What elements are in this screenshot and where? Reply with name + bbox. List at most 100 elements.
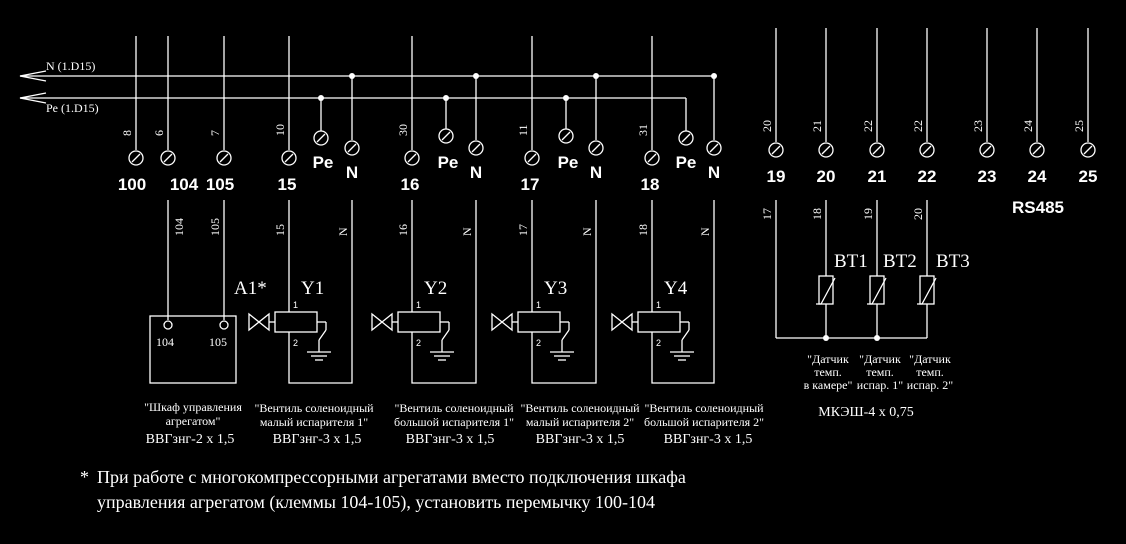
terminal-screw-icon — [404, 150, 420, 166]
valve-icon — [371, 312, 393, 332]
terminal-number: 20 — [817, 167, 836, 186]
valve-icon — [491, 312, 513, 332]
wire-number: 8 — [120, 130, 134, 136]
terminal-number: Pe — [438, 153, 459, 172]
terminal-screw-icon — [1029, 142, 1045, 158]
cabinet-wire-2: 105 — [208, 218, 222, 236]
valve-wire-b: N — [698, 227, 712, 236]
sensors-cable: МКЭШ-4 х 0,75 — [818, 405, 913, 420]
wire-number: 11 — [516, 124, 530, 136]
valve-desc-2: большой испарителя 1" — [394, 415, 514, 429]
terminal-number: N — [470, 163, 482, 182]
cabinet-label: A1* — [234, 278, 267, 299]
bus-junctions — [318, 73, 717, 101]
footnote-line-2: управления агрегатом (клеммы 104-105), у… — [97, 492, 655, 513]
cabinet-desc-1: "Шкаф управления — [144, 400, 242, 414]
valve-wire-a: 18 — [636, 224, 650, 236]
terminal-screw-icon — [524, 150, 540, 166]
terminal-screw-icon — [706, 140, 722, 156]
terminal-number: 21 — [868, 167, 887, 186]
valve-wire-b: N — [580, 227, 594, 236]
left-terminal-strip — [135, 36, 715, 150]
terminal-number: Pe — [313, 153, 334, 172]
terminal-number: Pe — [676, 153, 697, 172]
terminal-number: 24 — [1028, 167, 1047, 186]
terminal-screw-icon — [869, 142, 885, 158]
terminal-screw-icon — [281, 150, 297, 166]
sensor-wire-4: 20 — [911, 208, 925, 220]
terminal-screw-icon — [1080, 142, 1096, 158]
wire-number: 10 — [273, 124, 287, 136]
terminal-screw-icon — [678, 130, 694, 146]
footnote-star: * — [80, 467, 89, 487]
wire-number: 31 — [636, 124, 650, 136]
cabinet-terminal-2: 105 — [209, 335, 227, 349]
wire-number: 21 — [810, 120, 824, 132]
bus-pe: Pe (1.D15) — [19, 92, 686, 115]
terminal-number: N — [590, 163, 602, 182]
terminal-number: 105 — [206, 175, 234, 194]
valve-wire-a: 16 — [396, 224, 410, 236]
wire-number: 7 — [208, 130, 222, 136]
terminal-number: 19 — [767, 167, 786, 186]
valve-label: Y2 — [424, 278, 447, 299]
terminal-number: N — [346, 163, 358, 182]
sensor-desc-2: темп. — [916, 365, 944, 379]
terminal-screw-icon — [644, 150, 660, 166]
valve-pin-2: 2 — [416, 338, 421, 348]
wire-number: 25 — [1072, 120, 1086, 132]
valve-wire-a: 17 — [516, 224, 530, 236]
valve-pin-2: 2 — [656, 338, 661, 348]
valve-desc-1: "Вентиль соленоидный — [394, 401, 514, 415]
valve-wire-a: 15 — [273, 224, 287, 236]
valve-label: Y1 — [301, 278, 324, 299]
valve-cable: ВВГзнг-3 х 1,5 — [536, 432, 625, 447]
sensor-wire-3: 19 — [861, 208, 875, 220]
wire-number: 30 — [396, 124, 410, 136]
sensor-desc-3: испар. 2" — [907, 378, 953, 392]
rs485-label: RS485 — [1012, 198, 1064, 217]
footnote-line-1: При работе с многокомпрессорными агрегат… — [97, 467, 686, 487]
valve-desc-2: малый испарителя 2" — [526, 415, 634, 429]
cabinet-wire-1: 104 — [172, 218, 186, 236]
terminal-screw-icon — [919, 142, 935, 158]
valve-pin-1: 1 — [536, 300, 541, 310]
valve-pin-1: 1 — [293, 300, 298, 310]
wire-number: 20 — [760, 120, 774, 132]
valve-cable: ВВГзнг-3 х 1,5 — [406, 432, 495, 447]
valve-icon — [611, 312, 633, 332]
terminal-number: 15 — [278, 175, 297, 194]
valve-desc-1: "Вентиль соленоидный — [644, 401, 764, 415]
valve-icon — [248, 312, 270, 332]
valve-desc-2: малый испарителя 1" — [260, 415, 368, 429]
terminal-number: N — [708, 163, 720, 182]
terminal-screw-icon — [160, 150, 176, 166]
valve-pin-2: 2 — [293, 338, 298, 348]
terminal-screw-icon — [313, 130, 329, 146]
valve-wire-b: N — [336, 227, 350, 236]
valve-cable: ВВГзнг-3 х 1,5 — [664, 432, 753, 447]
terminal-number: Pe — [558, 153, 579, 172]
valve-desc-1: "Вентиль соленоидный — [254, 401, 374, 415]
sensor-desc-3: испар. 1" — [857, 378, 903, 392]
wire-number: 6 — [152, 130, 166, 136]
sensor-desc-2: темп. — [866, 365, 894, 379]
thermistor-icon — [919, 275, 935, 305]
valve-pin-2: 2 — [536, 338, 541, 348]
cabinet-terminal-1: 104 — [156, 335, 174, 349]
sensor-label: BT1 — [834, 251, 868, 272]
wire-number: 22 — [861, 120, 875, 132]
bus-n: N (1.D15) — [19, 59, 716, 82]
cabinet-a1: 104 105 104 105 A1* "Шкаф управления агр… — [144, 200, 267, 447]
wire-number: 24 — [1021, 120, 1035, 132]
sensor-wire-2: 18 — [810, 208, 824, 220]
sensor-label: BT3 — [936, 251, 970, 272]
